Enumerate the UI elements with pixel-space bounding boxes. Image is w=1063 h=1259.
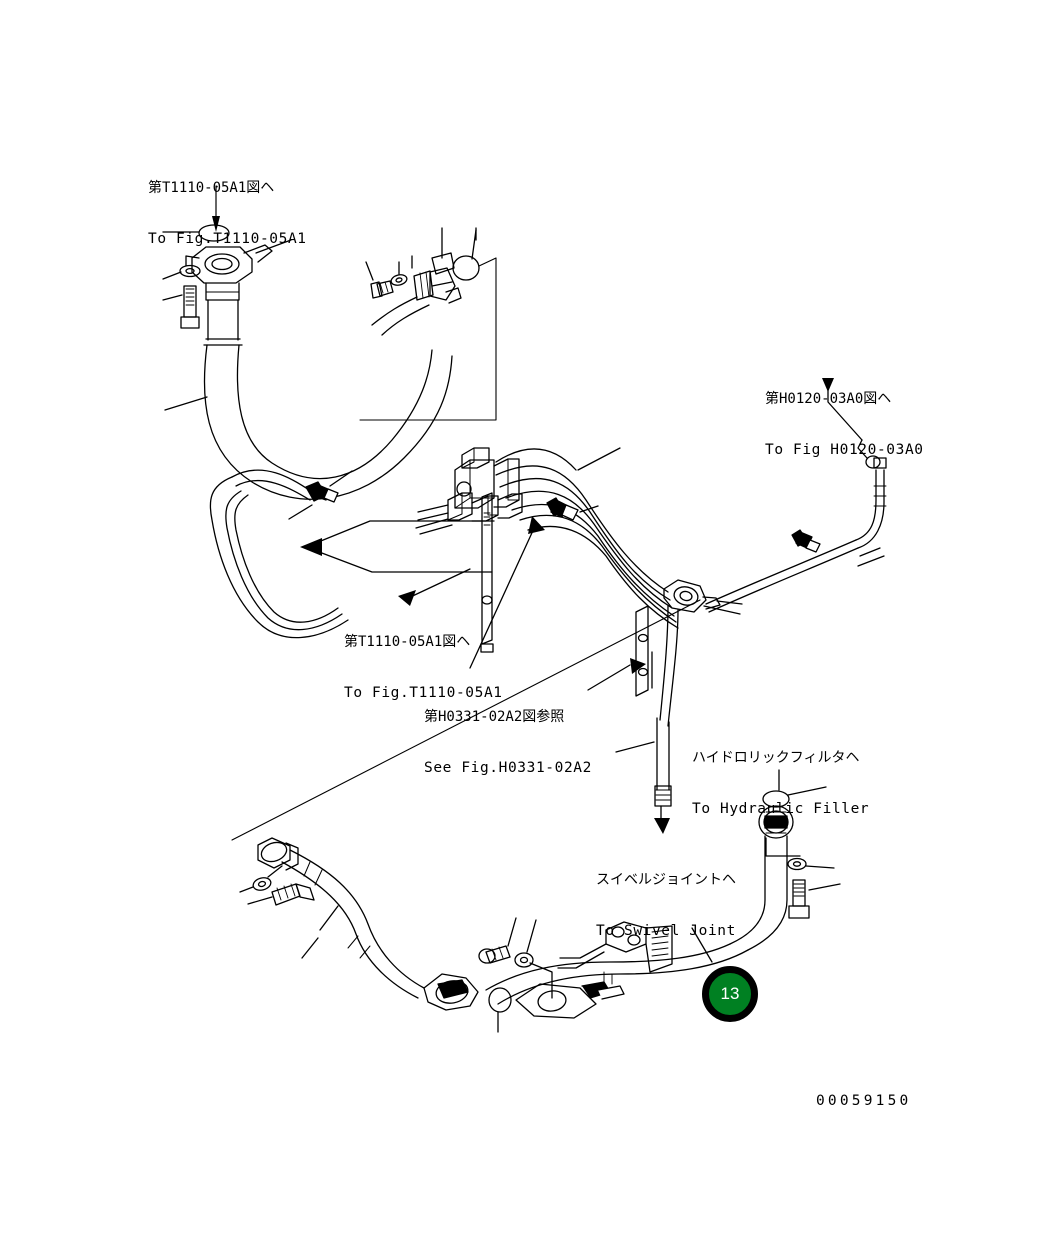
reference-jp-text: ハイドロリックフィルタヘ: [692, 750, 860, 766]
left-loop-hose-group: [209, 469, 495, 639]
reference-label-hydraulic-filter: ハイドロリックフィルタヘ To Hydraulic Filler: [692, 716, 869, 852]
reference-en-text: See Fig.H0331-02A2: [424, 760, 592, 776]
reference-en-text: To Hydraulic Filler: [692, 801, 870, 817]
reference-en-text: To Fig.T1110-05A1: [344, 685, 503, 701]
lower-left-pipe-group: [239, 837, 625, 1033]
lower-tube-bracket-group: [485, 921, 749, 1005]
reference-label-swivel-joint: スイベルジョイントヘ To Swivel Joint: [596, 838, 736, 974]
reference-label-t1110-05a1-top: 第T1110-05A1図ヘ To Fig.T1110-05A1: [148, 146, 307, 282]
callout-badge-13[interactable]: 13: [702, 966, 758, 1022]
center-valve-block-group: [415, 447, 679, 691]
reference-jp-text: スイベルジョイントヘ: [596, 872, 736, 888]
right-thin-hose-group: [705, 378, 887, 613]
reference-label-h0331-02a2: 第H0331-02A2図参照 See Fig.H0331-02A2: [424, 675, 592, 811]
reference-en-text: To Fig.T1110-05A1: [148, 231, 307, 247]
reference-jp-text: 第H0120-03A0図ヘ: [765, 391, 892, 407]
upper-middle-fitting-group: [359, 227, 497, 421]
reference-jp-text: 第T1110-05A1図ヘ: [344, 634, 471, 650]
swivel-joint-hose-group: [615, 717, 672, 834]
reference-jp-text: 第T1110-05A1図ヘ: [148, 180, 275, 196]
upper-left-hose-fitting-group: [162, 185, 453, 500]
hydraulic-filter-tube-group: [729, 769, 841, 951]
reference-en-text: To Swivel Joint: [596, 923, 736, 939]
reference-en-text: To Fig H0120-03A0: [765, 442, 924, 458]
reference-label-t1110-05a1-mid: 第T1110-05A1図ヘ To Fig.T1110-05A1: [344, 600, 503, 736]
reference-label-h0120-03a0: 第H0120-03A0図ヘ To Fig H0120-03A0: [765, 357, 924, 493]
drawing-number: 00059150: [816, 1093, 912, 1109]
right-joint-block-group: [231, 579, 743, 841]
reference-jp-text: 第H0331-02A2図参照: [424, 709, 565, 725]
